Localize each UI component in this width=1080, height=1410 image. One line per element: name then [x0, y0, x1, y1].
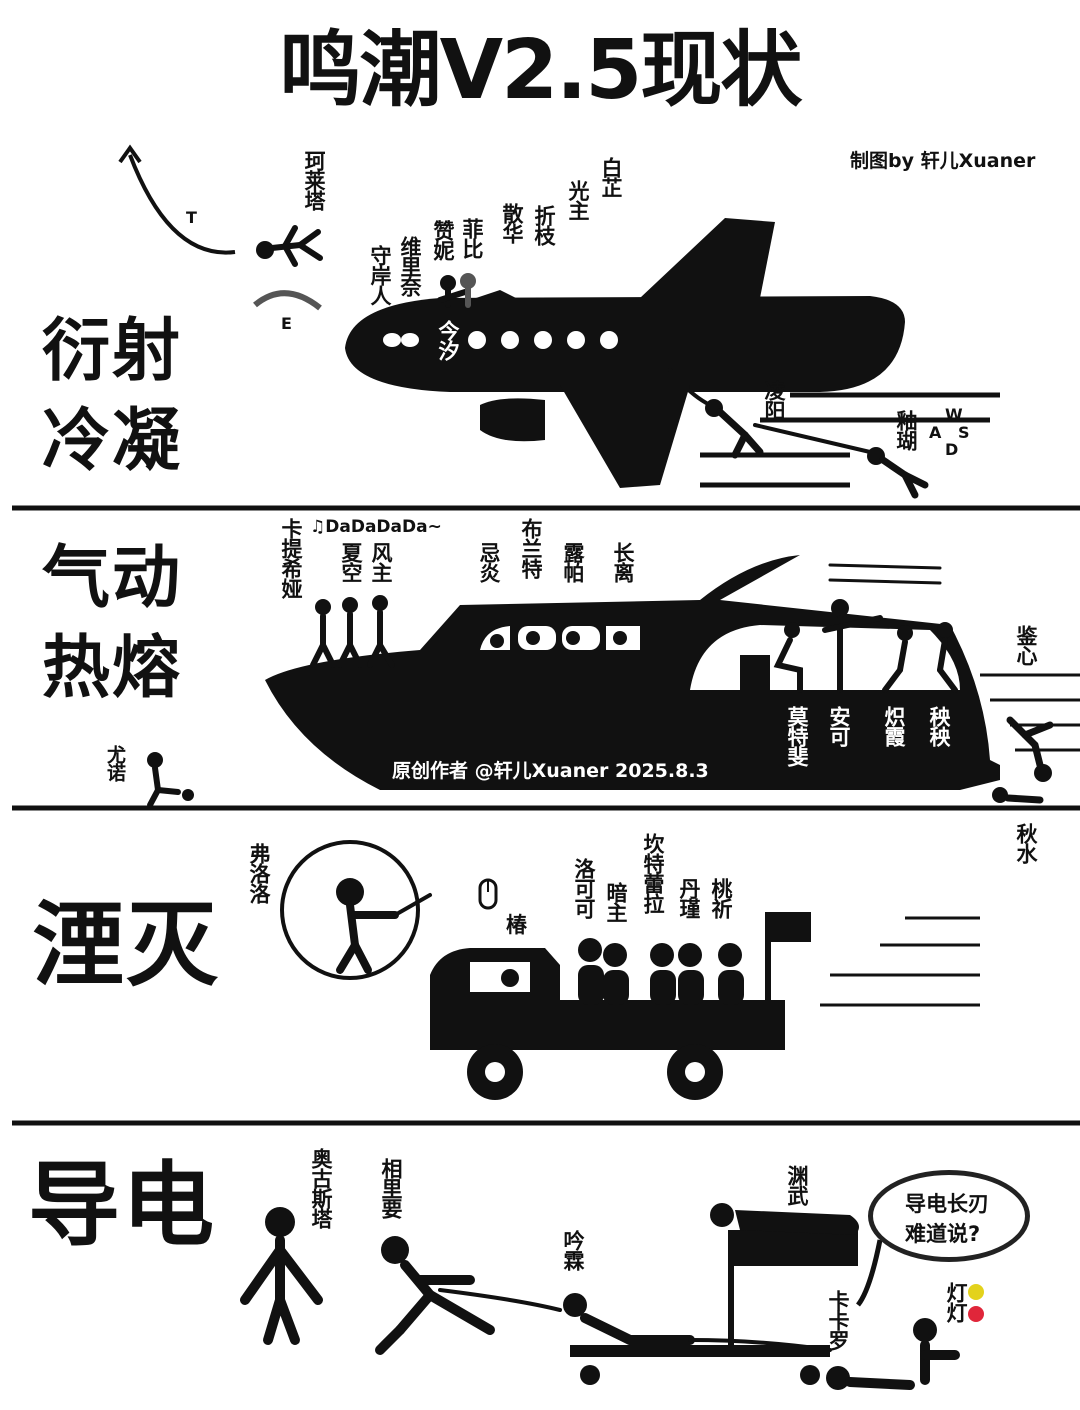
arrow-e [253, 290, 322, 311]
figure-kelaita [256, 225, 323, 267]
speech-bubble [868, 1170, 1030, 1262]
label-zani: 赞妮 [431, 220, 455, 260]
truck [430, 912, 811, 1100]
key-w: W [945, 405, 963, 424]
figure-feiluoluo [280, 840, 432, 980]
figure-jinxi [437, 273, 476, 308]
section-title-havoc: 湮灭 [32, 892, 221, 999]
key-s: S [958, 423, 970, 442]
label-calcharo: 卡卡罗 [826, 1290, 850, 1350]
label-chixia: 炽霞 [882, 706, 906, 746]
label-phoebe: 菲比 [460, 218, 484, 258]
red-dot [968, 1306, 984, 1322]
mouse-icon [478, 878, 498, 910]
label-lupa: 露帕 [561, 542, 585, 582]
credit-text: 制图by 轩儿Xuaner [850, 150, 1036, 172]
speech-line-2: 难道说? [905, 1222, 981, 1246]
label-yinlin: 吟霖 [561, 1230, 585, 1270]
figure-xiangliyao [375, 1236, 562, 1355]
label-cantarella: 坎特蕾拉 [641, 833, 665, 913]
yacht [265, 555, 1000, 790]
speech-line-1: 导电长刃 [905, 1192, 989, 1216]
label-jiyan: 忌炎 [477, 542, 501, 582]
label-verina: 维里奈 [398, 236, 422, 296]
key-t: T [186, 208, 197, 227]
label-danjin: 丹瑾 [677, 878, 701, 918]
section-title-aero: 气动 [42, 539, 183, 618]
label-lingyang: 凌阳 [762, 380, 786, 420]
label-youno: 尤诺 [104, 745, 126, 781]
label-encore: 安可 [827, 706, 851, 746]
label-xiakong: 夏空 [339, 542, 363, 582]
key-d: D [945, 440, 959, 459]
figure-lingyang [668, 368, 929, 499]
label-changli: 长离 [611, 542, 635, 582]
key-a: A [929, 423, 942, 442]
label-rover-havoc: 暗主 [604, 882, 628, 922]
label-cartethyia: 卡提希娅 [279, 518, 303, 598]
label-shoreanren: 守岸人 [368, 245, 392, 305]
label-brant: 布兰特 [519, 518, 543, 578]
arrow-head [118, 144, 142, 164]
label-sanhua: 散华 [500, 203, 524, 243]
label-kelaita: 珂莱塔 [302, 150, 326, 210]
figure-youno [147, 752, 194, 808]
label-yangyang: 秧秧 [927, 706, 951, 746]
cart [570, 1203, 859, 1385]
label-roccia: 洛可可 [572, 858, 596, 918]
label-camellya: 椿 [506, 913, 527, 937]
label-jianxin: 鉴心 [1014, 625, 1038, 665]
speed-lines [700, 392, 1000, 488]
label-rover: 光主 [566, 180, 590, 220]
label-youhu: 釉瑚 [894, 410, 918, 450]
arrow-t [128, 154, 236, 255]
key-e: E [281, 314, 292, 333]
airplane [345, 218, 905, 488]
music-text: ♫DaDaDaDa~ [310, 519, 442, 536]
label-augusta: 奥古斯塔 [309, 1148, 333, 1228]
figure-jianxin [992, 716, 1054, 804]
section-title-electro: 导电 [28, 1152, 217, 1259]
label-zhezhi: 折枝 [532, 205, 556, 245]
label-yuanwu: 渊武 [785, 1165, 809, 1205]
label-rover-aero: 风主 [369, 542, 393, 582]
section-title-fusion: 热熔 [42, 629, 183, 708]
label-dadada: DaDaDaDa~ [325, 517, 442, 537]
label-qiushui: 秋水 [1014, 823, 1038, 863]
page-title: 鸣潮V2.5现状 [279, 23, 803, 118]
figure-yinlin [563, 1293, 832, 1352]
figure-kakaluo [826, 1318, 960, 1390]
label-dengdeng: 灯灯 [944, 1282, 968, 1322]
label-taoqi: 桃祈 [709, 878, 733, 918]
music-note-icon: ♫ [310, 517, 326, 537]
watermark-text: 原创作者 @轩儿Xuaner 2025.8.3 [392, 760, 709, 782]
speed-lines [820, 916, 980, 1007]
section-title-condensation: 冷凝 [42, 402, 183, 481]
label-jinhsi: 今汐 [436, 320, 460, 360]
label-xiangliyao: 相里要 [379, 1158, 403, 1218]
label-mortefi: 莫特斐 [785, 706, 809, 766]
group-left [310, 595, 395, 668]
label-phrolova: 弗洛洛 [247, 843, 271, 903]
bubble-tail [855, 1239, 883, 1307]
label-baizhi: 白芷 [599, 157, 623, 197]
yellow-dot [968, 1284, 984, 1300]
figure-augusta [240, 1207, 323, 1345]
section-title-diffraction: 衍射 [42, 312, 183, 391]
